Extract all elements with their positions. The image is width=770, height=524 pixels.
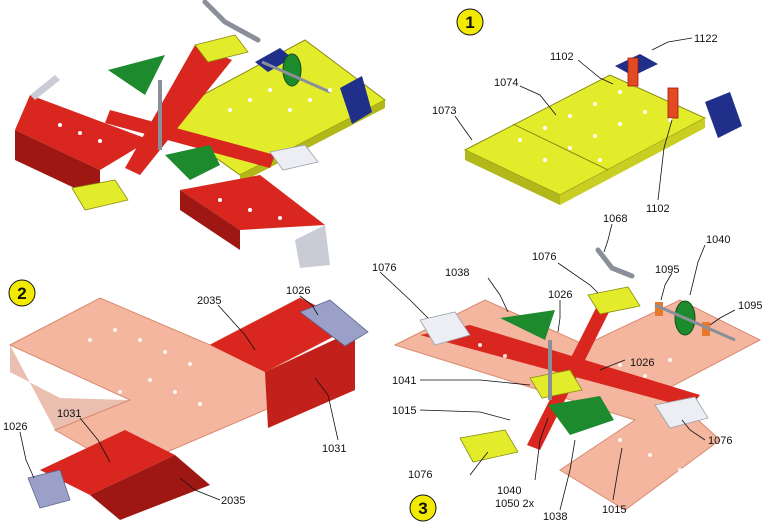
part-label: 1038 — [445, 267, 469, 279]
part-label: 1026 — [630, 357, 654, 369]
step-1-labels: 1122 1102 1074 1073 1102 — [432, 33, 718, 215]
part-label: 1038 — [543, 511, 567, 523]
part-label: 2035 — [197, 295, 221, 307]
part-label: 1102 — [550, 51, 574, 63]
step-badge-3: 3 — [409, 494, 437, 522]
part-label: 1076 — [408, 469, 432, 481]
step-3-illustration — [393, 247, 762, 511]
leader-lines — [19, 37, 736, 511]
step-number-1: 1 — [465, 13, 474, 32]
part-label: 1095 — [738, 300, 762, 312]
part-label: 1073 — [432, 105, 456, 117]
step-3-labels: 1068 1040 1076 1038 1095 1026 1095 1076 … — [372, 213, 762, 523]
part-label: 1015 — [602, 504, 626, 516]
part-label: 1040 — [497, 485, 521, 497]
step-2-illustration — [8, 297, 369, 520]
part-label: 1074 — [494, 77, 518, 89]
part-label: 1040 — [706, 234, 730, 246]
step-number-3: 3 — [418, 499, 427, 518]
part-label: 1026 — [3, 421, 27, 433]
part-label: 1031 — [57, 408, 81, 420]
part-label: 1050 2x — [495, 498, 535, 510]
part-label: 1031 — [322, 443, 346, 455]
part-label: 1076 — [372, 262, 396, 274]
step-badge-2: 2 — [8, 279, 36, 307]
part-label: 2035 — [221, 495, 245, 507]
step-badge-1: 1 — [456, 8, 484, 36]
part-label: 1076 — [708, 435, 732, 447]
step-number-2: 2 — [17, 284, 26, 303]
part-label: 1026 — [548, 289, 572, 301]
part-label: 1095 — [655, 264, 679, 276]
part-label: 1041 — [392, 375, 416, 387]
part-label: 1076 — [532, 251, 556, 263]
step-1-illustration — [463, 54, 742, 205]
part-label: 1122 — [694, 33, 718, 45]
part-label: 1026 — [286, 285, 310, 297]
step-2-labels: 2035 1026 1026 1031 1031 2035 — [3, 285, 346, 507]
part-label: 1102 — [646, 203, 670, 215]
finished-model-illustration — [15, 0, 386, 268]
part-label: 1068 — [603, 213, 627, 225]
part-label: 1015 — [392, 405, 416, 417]
